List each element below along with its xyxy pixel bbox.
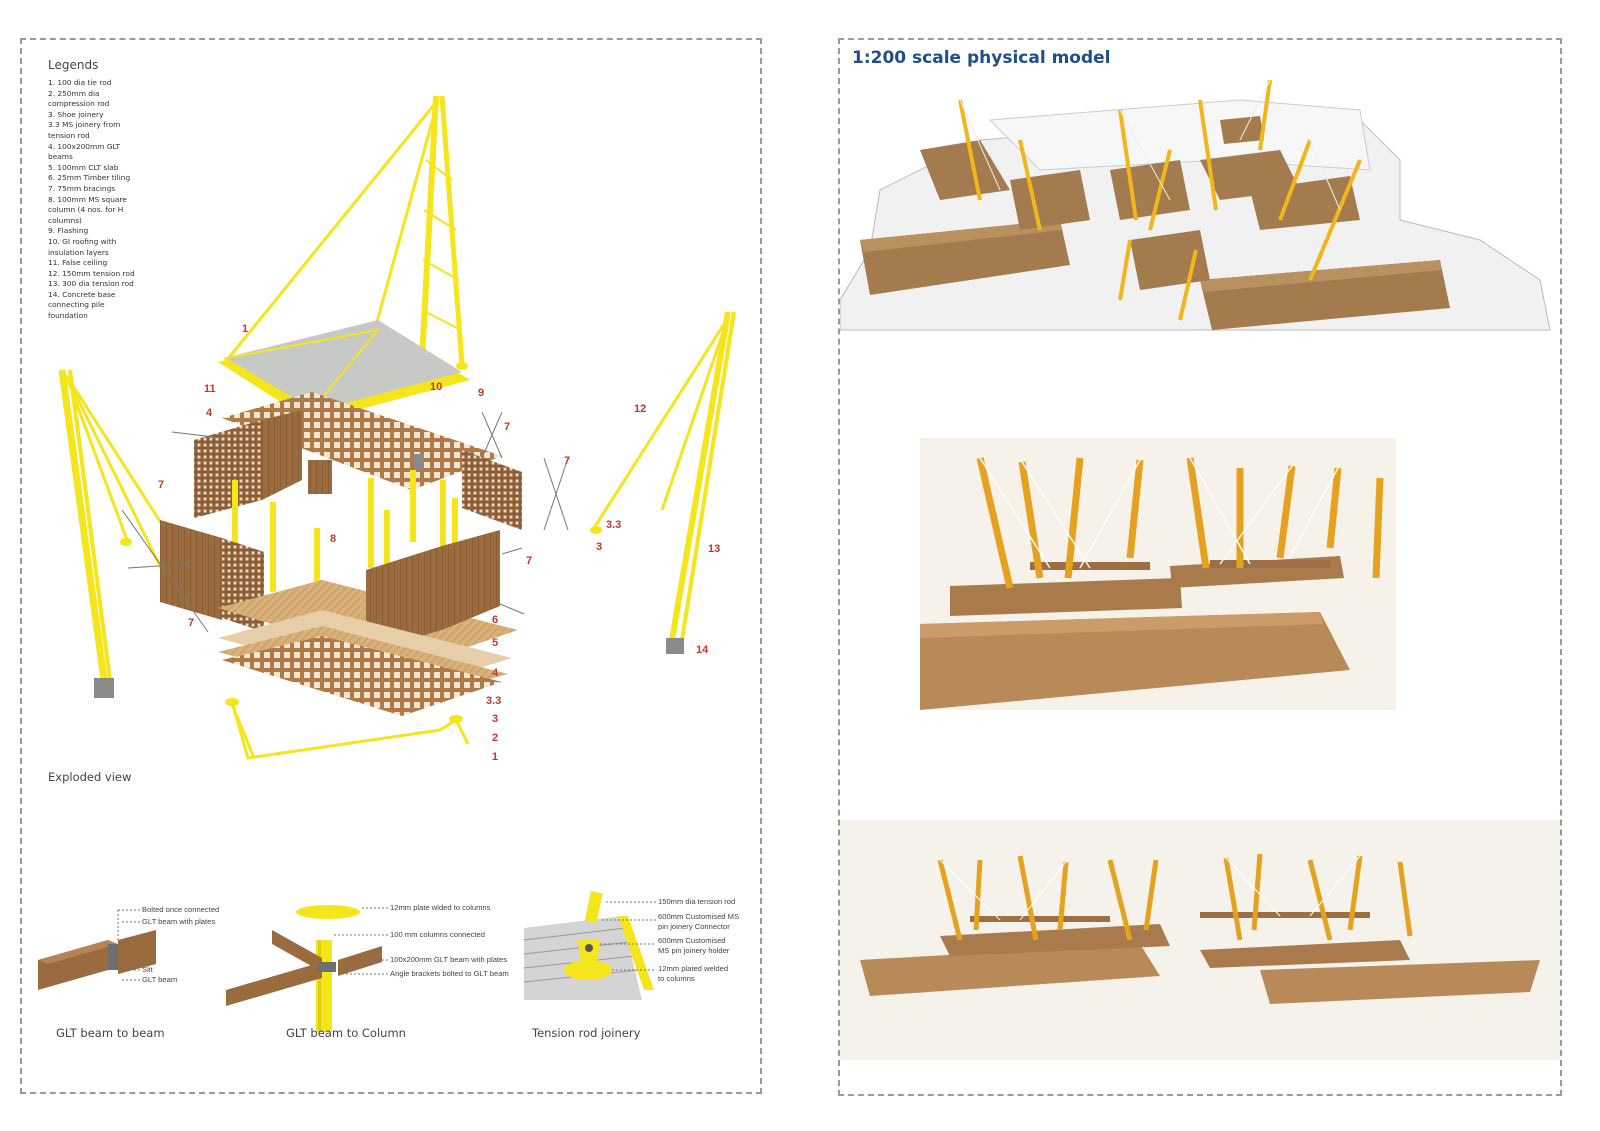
legend-item: foundation [48, 311, 88, 321]
callout-4: 4 [206, 407, 213, 419]
callout-7: 7 [188, 617, 194, 629]
legend-item: 2. 250mm dia [48, 88, 100, 98]
model-photo-top [840, 80, 1560, 342]
legend: Legends 1. 100 dia tie rod 2. 250mm dia … [48, 58, 158, 322]
callout-3.3: 3.3 [606, 519, 621, 531]
model-photo-bottom [840, 820, 1560, 1060]
left-mast [58, 369, 174, 698]
callout-7: 7 [504, 421, 510, 433]
note-plated-welded-2: to columns [658, 974, 695, 983]
central-mast [225, 95, 468, 370]
note-slit: Slit [142, 965, 153, 974]
legend-item: 3.3 MS joinery from [48, 120, 121, 130]
upper-frame [194, 392, 522, 530]
legend-item: 1. 100 dia tie rod [48, 78, 112, 87]
note-glt-beam-plates: 100x200mm GLT beam with plates [390, 955, 507, 964]
legend-item: 4. 100x200mm GLT [48, 141, 121, 151]
callout-5: 5 [492, 637, 498, 649]
note-glt-beam: GLT beam [142, 975, 177, 984]
legend-title: Legends [48, 58, 99, 72]
legend-item: 8. 100mm MS square [48, 194, 127, 204]
detail-beam-to-column: 12mm plate wlded to columns 100 mm colum… [226, 903, 509, 1032]
note-plate-welded: 12mm plate wlded to columns [390, 903, 491, 912]
callout-10: 10 [430, 381, 442, 393]
lower-assembly [160, 520, 518, 716]
callout-12: 12 [634, 403, 646, 415]
callout-3: 3 [596, 541, 602, 553]
callout-3: 3 [492, 713, 498, 725]
exploded-view-drawing: 1 11 10 9 4 7 7 7 8 7 7 12 3.3 3 13 14 6… [38, 95, 739, 1032]
callout-3.3: 3.3 [486, 695, 501, 707]
legend-item: 9. Flashing [48, 226, 89, 236]
callout-7: 7 [564, 455, 570, 467]
legend-item: 13. 300 dia tension rod [48, 279, 134, 289]
note-pin-holder-1: 600mm Customised [658, 936, 726, 945]
model-photo-middle [920, 438, 1396, 710]
physical-model-panel: 1:200 scale physical model [838, 38, 1562, 1096]
callout-14: 14 [696, 644, 709, 656]
caption-tension-rod: Tension rod joinery [532, 1026, 641, 1040]
note-pin-connector-2: pin joinery Connector [658, 922, 730, 931]
detail-tension-rod: 150mm dia tension rod 600mm Customised M… [523, 891, 739, 1000]
legend-item: 3. Shoe joinery [48, 109, 104, 119]
note-angle-brackets: Angle brackets bolted to GLT beam [390, 969, 509, 978]
callout-8: 8 [330, 533, 336, 545]
legend-item: 7. 75mm bracings [48, 183, 116, 193]
legend-item: compression rod [48, 99, 110, 109]
callout-1: 1 [242, 323, 248, 335]
callout-9: 9 [478, 387, 484, 399]
note-glt-plates: GLT beam with plates [142, 917, 215, 926]
callout-11: 11 [204, 383, 216, 395]
legend-item: column (4 nos. for H [48, 205, 124, 215]
legend-item: columns) [48, 215, 82, 225]
legend-item: 12. 150mm tension rod [48, 268, 135, 278]
roof-slab [218, 320, 470, 422]
caption-beam-to-column: GLT beam to Column [286, 1026, 406, 1040]
legend-item: insulation layers [48, 247, 109, 257]
bracings [121, 411, 569, 633]
note-plated-welded-1: 12mm plated welded [658, 964, 728, 973]
legend-item: connecting pile [48, 300, 105, 310]
legend-item: tension rod [48, 130, 90, 140]
detail-beam-to-beam: Bolted once connected GLT beam with plat… [38, 905, 219, 990]
note-pin-holder-2: MS pin joinery holder [658, 946, 730, 955]
callout-4: 4 [492, 667, 499, 679]
callout-13: 13 [708, 543, 720, 555]
caption-beam-to-beam: GLT beam to beam [56, 1026, 165, 1040]
note-tension-rod: 150mm dia tension rod [658, 897, 735, 906]
callout-6: 6 [492, 614, 498, 626]
columns [232, 470, 458, 620]
callout-2: 2 [492, 732, 498, 744]
exploded-view-panel: Legends 1. 100 dia tie rod 2. 250mm dia … [20, 38, 762, 1094]
right-mast [590, 311, 736, 654]
exploded-view-caption: Exploded view [48, 770, 132, 784]
legend-item: 5. 100mm CLT slab [48, 162, 119, 172]
note-pin-connector-1: 600mm Customised MS [658, 912, 739, 921]
legend-item: 10. GI roofing with [48, 236, 117, 246]
callout-1: 1 [492, 751, 498, 763]
note-columns-connected: 100 mm columns connected [390, 930, 485, 939]
legend-list: 1. 100 dia tie rod 2. 250mm dia compress… [48, 78, 158, 322]
legend-item: beams [48, 152, 73, 162]
legend-item: 6. 25mm Timber tiling [48, 173, 131, 183]
legend-item: 11. False ceiling [48, 258, 108, 268]
model-title: 1:200 scale physical model [852, 48, 1111, 68]
callout-7: 7 [158, 479, 164, 491]
legend-item: 14. Concrete base [48, 289, 116, 299]
note-bolted: Bolted once connected [142, 905, 219, 914]
foundation-rods [225, 698, 470, 760]
callout-7: 7 [526, 555, 532, 567]
